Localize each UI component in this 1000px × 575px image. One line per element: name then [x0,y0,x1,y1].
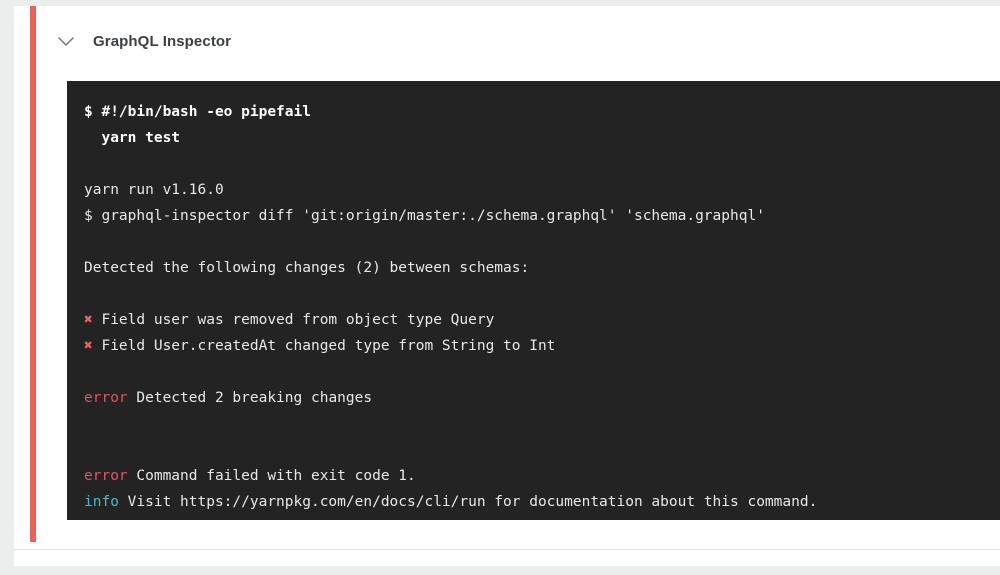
log-line-blank-3 [84,281,1000,307]
build-step-card: GraphQL Inspector $ #!/bin/bash -eo pipe… [14,6,1000,566]
log-segment-plain: Detected 2 breaking changes [127,390,373,406]
log-segment-plain: Visit https://yarnpkg.com/en/docs/cli/ru… [118,494,818,510]
log-line-exited-with-code: Exited with code 1 [84,515,1000,520]
log-segment-plain [84,234,93,250]
terminal-log-lines: $ #!/bin/bash -eo pipefail yarn test yar… [84,99,1000,520]
page-left-gutter [0,0,14,575]
log-segment-plain: Field user was removed from object type … [92,312,495,328]
log-line-blank-5 [84,411,1000,437]
log-segment-xmark: ✖ [84,312,93,328]
log-segment-info: info [84,494,119,510]
step-header[interactable]: GraphQL Inspector [54,20,231,62]
log-segment-err: error [84,468,128,484]
log-segment-err: error [84,390,128,406]
log-segment-plain: yarn run v1.16.0 [84,182,224,198]
log-segment-plain: Detected the following changes (2) betwe… [84,260,530,276]
log-segment-plain [84,364,93,380]
log-line-change-2: ✖ Field User.createdAt changed type from… [84,333,1000,359]
log-line-blank-1 [84,151,1000,177]
log-segment-plain: Field User.createdAt changed type from S… [92,338,556,354]
log-segment-plain [84,156,93,172]
page-bottom-gutter [0,566,1000,575]
log-line-error-exit-code: error Command failed with exit code 1. [84,463,1000,489]
log-line-blank-6 [84,437,1000,463]
step-status-accent-bar [30,6,36,542]
step-title: GraphQL Inspector [93,32,232,50]
log-segment-plain: Command failed with exit code 1. [127,468,416,484]
log-line-inspector-diff: $ graphql-inspector diff 'git:origin/mas… [84,203,1000,229]
log-line-cmd-yarn-test: yarn test [84,125,1000,151]
log-line-cmd-shebang: $ #!/bin/bash -eo pipefail [84,99,1000,125]
log-line-info-docs: info Visit https://yarnpkg.com/en/docs/c… [84,489,1000,515]
log-segment-cmd: $ #!/bin/bash -eo pipefail [84,104,311,120]
log-line-detected-changes: Detected the following changes (2) betwe… [84,255,1000,281]
log-line-yarn-version: yarn run v1.16.0 [84,177,1000,203]
log-line-error-breaking: error Detected 2 breaking changes [84,385,1000,411]
card-divider [14,549,1000,550]
log-line-blank-4 [84,359,1000,385]
log-segment-cmd: yarn test [84,130,181,146]
page-top-gutter [0,0,1000,6]
log-segment-plain [84,416,93,432]
chevron-down-icon[interactable] [54,29,78,53]
log-segment-xmark: ✖ [84,338,93,354]
terminal-log-panel[interactable]: $ #!/bin/bash -eo pipefail yarn test yar… [67,81,1000,520]
log-line-blank-2 [84,229,1000,255]
log-segment-plain [84,286,93,302]
log-line-change-1: ✖ Field user was removed from object typ… [84,307,1000,333]
log-segment-plain: $ graphql-inspector diff 'git:origin/mas… [84,208,765,224]
log-segment-plain [84,442,93,458]
